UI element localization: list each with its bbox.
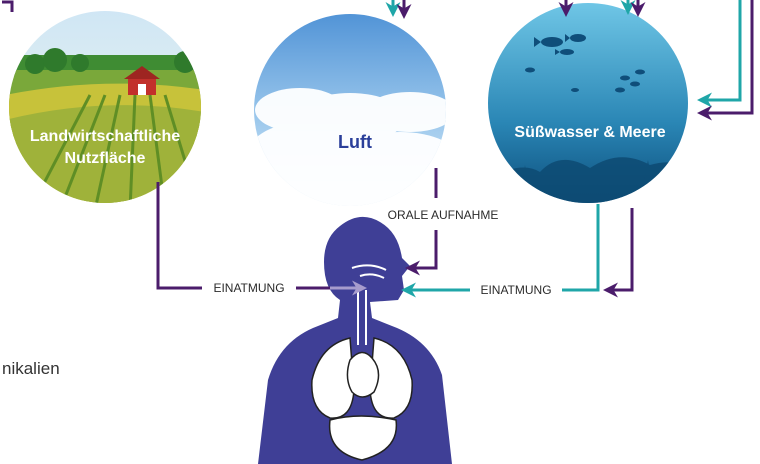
- top-left-line-fragment: [2, 2, 12, 12]
- water-circle: Süßwasser & Meere: [488, 3, 690, 205]
- air-label: Luft: [338, 132, 372, 152]
- farmland-label-line1: Landwirtschaftliche: [30, 128, 180, 145]
- inhalation-label-left: EINATMUNG: [213, 281, 284, 295]
- human-body-respiratory-icon: [258, 217, 452, 464]
- water-label: Süßwasser & Meere: [514, 124, 665, 141]
- farmland-label-line2: Nutzfläche: [65, 150, 146, 167]
- inhalation-label-right: EINATMUNG: [480, 283, 551, 297]
- farmland-circle: Landwirtschaftliche Nutzfläche: [5, 8, 205, 210]
- oral-intake-label: ORALE AUFNAHME: [388, 208, 499, 222]
- air-circle: Luft: [250, 10, 460, 215]
- side-text-fragment: nikalien: [2, 359, 60, 378]
